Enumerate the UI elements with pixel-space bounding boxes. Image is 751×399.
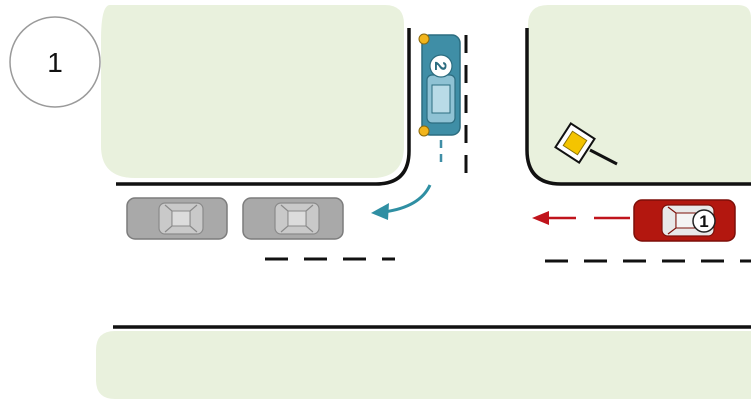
car-1: 1 [633,199,736,242]
curb-top-right [525,28,751,186]
curb-top-left [116,28,411,186]
scene-number-badge: 1 [9,16,101,108]
parked-car-1 [126,197,228,240]
sign-post [589,148,618,166]
lane-markings [265,35,751,263]
car-2-turn-arrow [371,184,432,220]
grass-block-top-left [101,5,404,178]
grass-areas [96,5,751,399]
parked-car-2 [242,197,344,240]
grass-block-top-right [528,5,751,185]
car-2: 2 [418,33,461,137]
car-2-number: 2 [431,61,450,70]
indicator-lamp-rear [418,125,430,137]
road-edges [113,28,751,329]
grass-block-bottom [96,331,751,399]
car-1-number: 1 [699,212,708,231]
scene-number: 1 [47,47,63,78]
car-1-direction-arrow [532,211,630,225]
priority-road-sign [554,122,618,166]
indicator-lamp-front [418,33,430,45]
